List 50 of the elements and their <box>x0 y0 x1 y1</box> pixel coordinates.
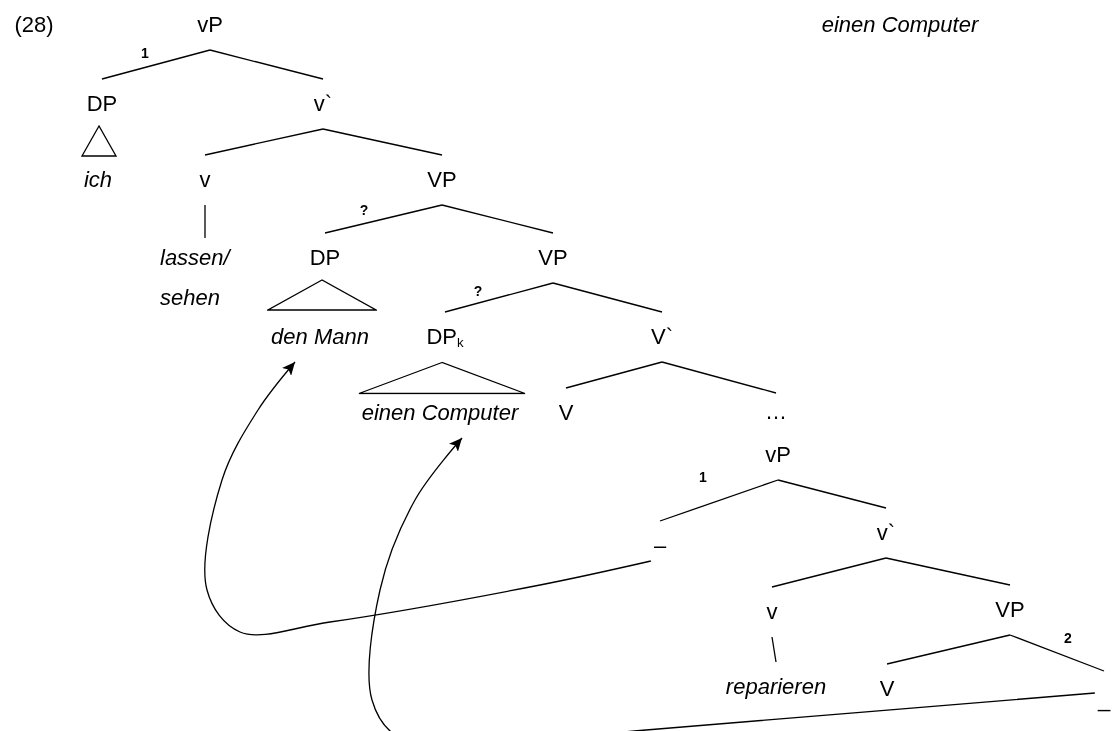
tree-branch <box>324 204 443 234</box>
tree-branch <box>204 204 206 239</box>
branch-number: ? <box>359 203 369 219</box>
branch-number: 2 <box>1064 631 1072 647</box>
category-label: VP <box>427 167 457 192</box>
tree-branch <box>885 557 1011 586</box>
category-label: v <box>766 599 778 624</box>
category-label: DP$_{k}$ <box>426 324 464 349</box>
category-label: VP <box>538 245 568 270</box>
tree-branch <box>886 634 1011 665</box>
tree-branch <box>444 282 554 313</box>
category-label: _ <box>1097 687 1111 712</box>
tree-branch <box>771 557 887 588</box>
gloss-text: einen Computer <box>821 12 979 38</box>
tree-branch <box>322 128 443 156</box>
category-label: DP <box>309 245 341 270</box>
movement-arrow <box>204 361 652 636</box>
word-label: einen Computer <box>361 400 519 425</box>
tree-branch <box>771 636 777 663</box>
word-label: reparieren <box>725 674 827 699</box>
tree-branch <box>204 128 324 156</box>
tree-branch <box>209 49 324 80</box>
category-label: V <box>879 676 895 701</box>
branch-number: ? <box>473 284 483 300</box>
tree-branch <box>552 282 663 313</box>
tree-branch <box>1009 634 1105 672</box>
category-label: vP <box>197 12 223 37</box>
movement-arrow <box>368 437 1096 731</box>
category-label: VP <box>995 597 1025 622</box>
tree-branch <box>101 49 211 80</box>
tree-branch <box>441 204 554 234</box>
word-label: den Mann <box>271 324 369 349</box>
example-number: (28) <box>14 12 54 38</box>
branch-number: 1 <box>141 46 149 62</box>
word-label: ich <box>83 167 113 192</box>
category-label: v` <box>313 91 333 116</box>
category-label: vP <box>765 442 791 467</box>
tree-branch <box>661 361 777 394</box>
category-label: v` <box>876 520 896 545</box>
tree-branch <box>565 361 663 389</box>
tree-branch <box>777 479 887 509</box>
category-label: – <box>653 533 667 558</box>
category-label: V` <box>651 324 673 349</box>
category-label: v <box>199 167 211 192</box>
category-label: … <box>765 399 787 424</box>
category-label: DP <box>86 91 118 116</box>
category-label: V <box>558 400 574 425</box>
tree-branch <box>659 479 779 522</box>
branch-number: 1 <box>699 470 707 486</box>
word-label: lassen/ sehen <box>160 245 230 310</box>
